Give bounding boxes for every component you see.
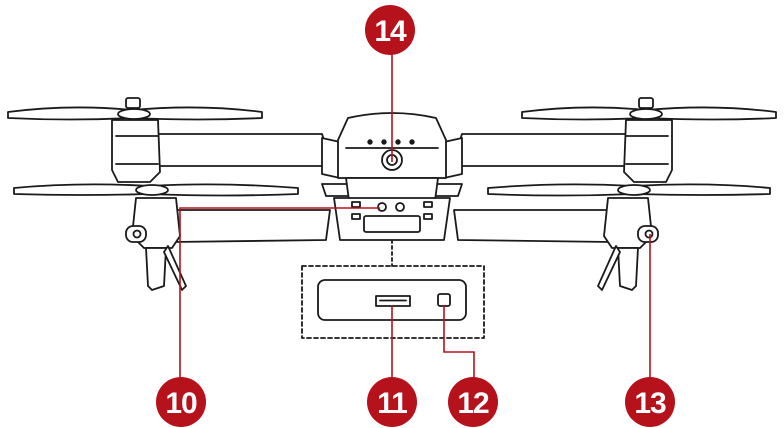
landing-leg-right [597,245,639,291]
propeller-lower-right [487,183,771,197]
svg-text:11: 11 [377,387,407,420]
port-button-icon [437,293,451,307]
propeller-upper-left [7,97,263,121]
status-indicator-lights [367,139,415,145]
arm-upper-right [443,119,673,183]
port-detail-inset [301,239,485,339]
arm-lower-right [453,197,659,249]
propeller-upper-right [521,97,777,121]
svg-text:12: 12 [457,387,489,420]
propeller-lower-left [13,183,299,197]
callout-11: 11 [367,377,417,427]
svg-text:10: 10 [165,387,197,420]
arm-upper-left [111,119,341,183]
arm-lower-left [125,197,331,249]
callout-13: 13 [625,377,675,427]
svg-text:14: 14 [374,15,407,48]
callout-14: 14 [365,5,415,55]
svg-text:13: 13 [634,387,666,420]
callout-12: 12 [448,377,498,427]
callout-leaders [179,52,651,384]
callout-10: 10 [156,377,206,427]
